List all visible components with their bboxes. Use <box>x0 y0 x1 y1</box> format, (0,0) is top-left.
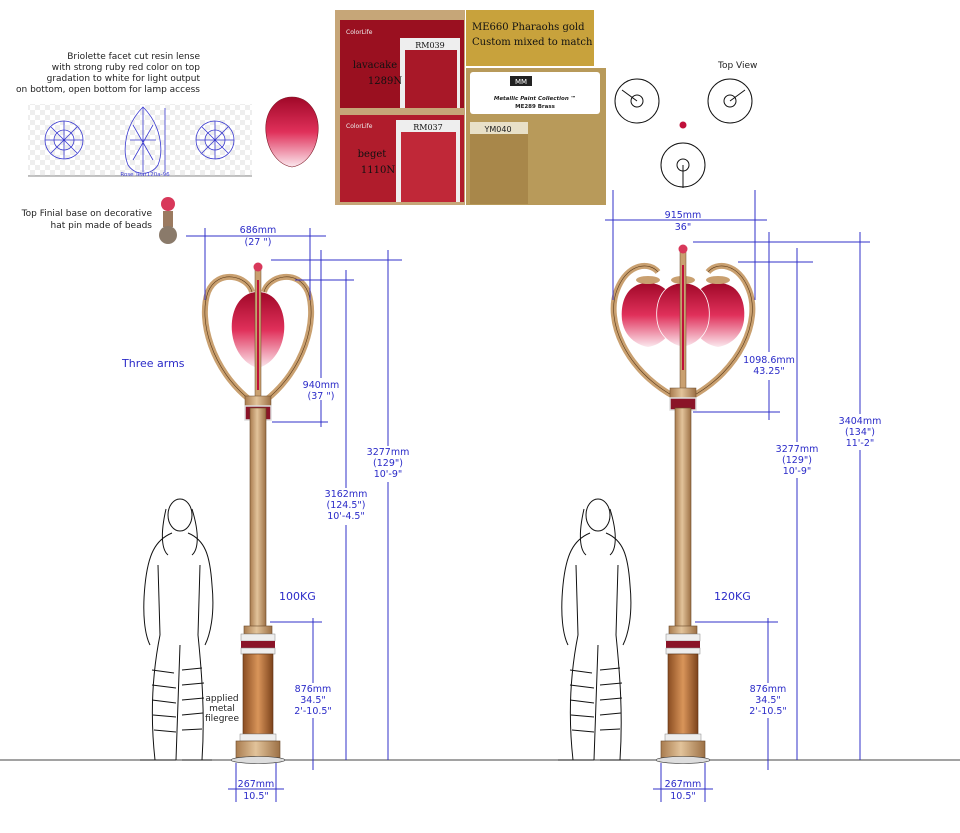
swatches-red2-name-text: beget <box>358 149 387 160</box>
left_lamp-head-1-text: (37 ") <box>308 391 335 402</box>
top-view: Top View <box>614 61 757 188</box>
right_lamp-foot-1-text: 10.5" <box>670 791 696 802</box>
swatches-red2-brand-text: ColorLife <box>346 123 373 130</box>
swatches-red1-name-text: lavacake <box>353 60 397 71</box>
three-arms-label: Three arms <box>121 357 185 370</box>
swatches-brass-name-text: ME289 Brass <box>515 104 556 110</box>
swatches-red1-number-text: 1289N <box>368 76 402 87</box>
left-lamp-post <box>202 262 314 764</box>
right_lamp-base-1-text: 34.5" <box>755 695 781 706</box>
right_lamp-height_a-2-text: 10'-9" <box>783 466 812 477</box>
right_lamp-head-1-text: 43.25" <box>753 366 785 377</box>
left_lamp-height_b-2-text: 10'-9" <box>374 469 403 480</box>
swatches-red1-brand-text: ColorLife <box>346 29 373 36</box>
swatch-gold: ME660 Pharaohs gold Custom mixed to matc… <box>466 10 594 66</box>
notes-filigree-0-text: applied <box>205 694 238 704</box>
right-lamp-post <box>610 244 756 764</box>
finial-image <box>159 197 177 244</box>
notes-finial-1-text: hat pin made of beads <box>51 221 153 231</box>
left_lamp-foot-1-text: 10.5" <box>243 791 269 802</box>
left_lamp-head-0-text: 940mm <box>303 380 340 391</box>
left_lamp-height_b-1-text: (129") <box>373 458 403 469</box>
right_lamp-height_b-1-text: (134") <box>845 427 875 438</box>
right_lamp-width-1-text: 36" <box>675 222 691 233</box>
swatch-board-red: RM039 ColorLife lavacake 1289N RM037 Col… <box>335 10 465 205</box>
filigree-note: applied metal filegree <box>205 694 239 724</box>
right_lamp-width-0-text: 915mm <box>665 210 702 221</box>
scale-figure-right <box>557 498 632 761</box>
right_lamp-height_b-0-text: 3404mm <box>839 416 882 427</box>
left_lamp-height_b-0-text: 3277mm <box>367 447 410 458</box>
left_lamp-base-2-text: 2'-10.5" <box>294 706 332 717</box>
left_lamp-width-0-text: 686mm <box>240 225 277 236</box>
swatch-brass: MM Metallic Paint Collection ™ ME289 Bra… <box>466 68 606 205</box>
notes-filigree-1-text: metal <box>209 704 235 714</box>
left_lamp-base-1-text: 34.5" <box>300 695 326 706</box>
right_lamp-foot-0-text: 267mm <box>665 779 702 790</box>
left_lamp-height_a-0-text: 3162mm <box>325 489 368 500</box>
right-weight: 120KG <box>714 590 751 603</box>
left_lamp-base-0-text: 876mm <box>295 684 332 695</box>
notes-lens-1-text: with strong ruby red color on top <box>52 63 201 73</box>
swatches-gold-1-text: Custom mixed to match <box>472 37 593 48</box>
notes-finial-0-text: Top Finial base on decorative <box>21 209 153 219</box>
left_lamp-height_a-2-text: 10'-4.5" <box>327 511 365 522</box>
swatches-brass-logo-text: MM <box>515 78 527 86</box>
notes-top_view-text: Top View <box>717 61 757 71</box>
notes-lens-0-text: Briolette facet cut resin lense <box>67 52 200 62</box>
left-dimensions: 686mm (27 ") 940mm (37 ") 3162mm (124.5"… <box>186 225 409 802</box>
ruby-lens-image <box>265 96 319 168</box>
finial-note: Top Finial base on decorative hat pin ma… <box>21 209 153 231</box>
left_lamp-height_a-1-text: (124.5") <box>327 500 366 511</box>
left_lamp-foot-0-text: 267mm <box>238 779 275 790</box>
left-weight: 100KG <box>279 590 316 603</box>
right_lamp-base-2-text: 2'-10.5" <box>749 706 787 717</box>
lens-facet-diagram: Rose Tear120a-96 <box>28 104 252 178</box>
swatches-brass-code-text: YM040 <box>483 125 511 134</box>
swatches-red2-number-text: 1110N <box>361 165 395 176</box>
lens-note: Briolette facet cut resin lense with str… <box>16 52 200 95</box>
right_lamp-height_b-2-text: 11'-2" <box>846 438 875 449</box>
swatches-brass-title-text: Metallic Paint Collection ™ <box>494 95 576 102</box>
right_lamp-head-0-text: 1098.6mm <box>743 355 795 366</box>
notes-filigree-2-text: filegree <box>205 714 239 724</box>
notes-lens-3-text: on bottom, open bottom for lamp access <box>16 85 200 95</box>
left_lamp-width-1-text: (27 ") <box>245 237 272 248</box>
lens-diagram-label: Rose Tear120a-96 <box>120 172 170 178</box>
right_lamp-base-0-text: 876mm <box>750 684 787 695</box>
notes-lens-2-text: gradation to white for light output <box>47 74 201 84</box>
swatches-gold-0-text: ME660 Pharaohs gold <box>472 22 585 33</box>
right_lamp-height_a-0-text: 3277mm <box>776 444 819 455</box>
swatches-red2-code-text: RM037 <box>413 123 442 132</box>
right_lamp-height_a-1-text: (129") <box>782 455 812 466</box>
swatches-red1-code-text: RM039 <box>415 41 444 50</box>
right-dimensions: 915mm 36" 1098.6mm 43.25" 3277mm (129") … <box>605 190 881 802</box>
scale-figure-left <box>139 498 214 761</box>
